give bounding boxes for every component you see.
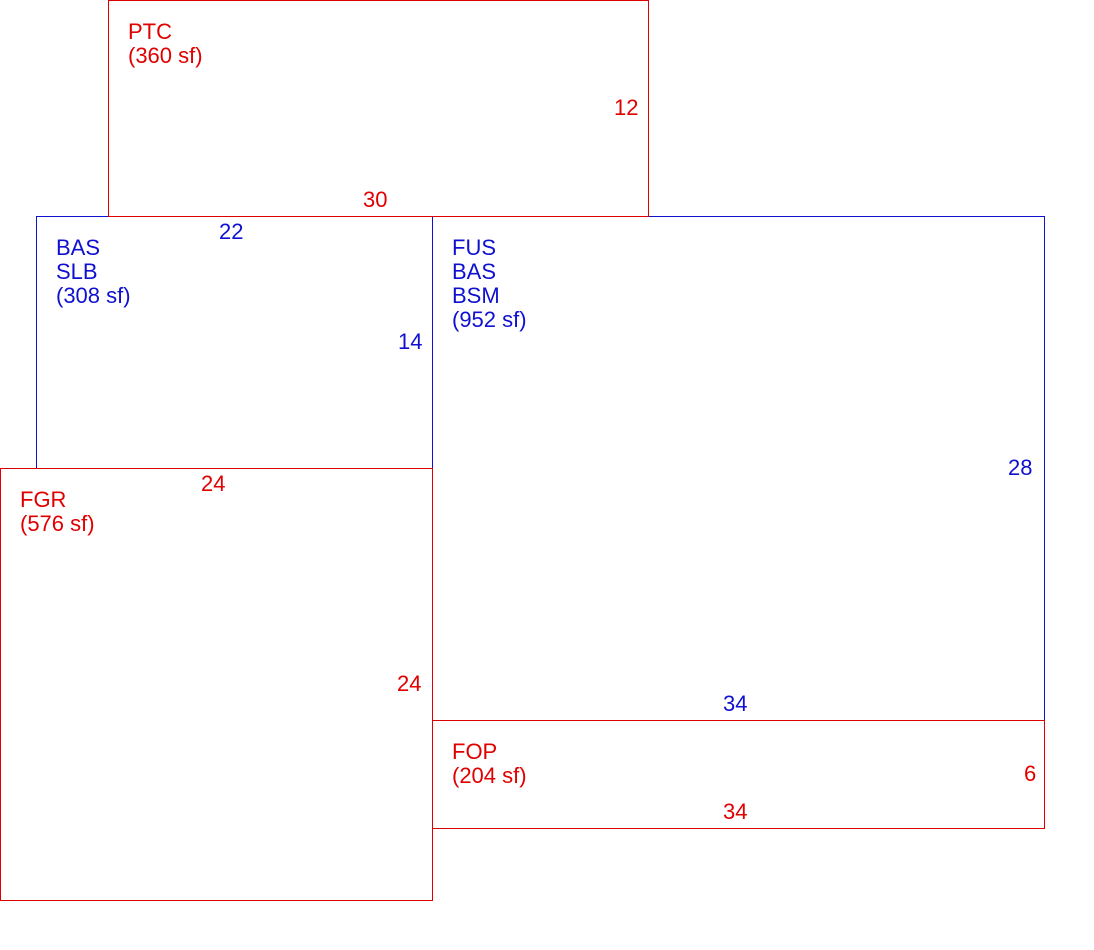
area-fgr-height-dim: 24 xyxy=(397,671,422,696)
area-fop-code: FOP xyxy=(452,739,498,764)
area-fus-code-1: FUS xyxy=(452,235,496,260)
area-bas-slb-height-dim: 14 xyxy=(398,329,423,354)
area-ptc-width-dim: 30 xyxy=(363,187,388,212)
area-fgr-width-dim: 24 xyxy=(201,471,226,496)
area-fgr-label: FGR (576 sf) xyxy=(20,488,95,536)
area-fgr-code: FGR xyxy=(20,487,67,512)
area-fop-sf: (204 sf) xyxy=(452,763,527,788)
area-fop-outline xyxy=(432,720,1045,829)
area-fop-height-dim: 6 xyxy=(1024,761,1037,786)
area-fus-code-3: BSM xyxy=(452,283,500,308)
area-ptc-label: PTC (360 sf) xyxy=(128,20,203,68)
area-bas-slb-sf: (308 sf) xyxy=(56,283,131,308)
area-fgr-outline xyxy=(0,468,433,901)
area-bas-slb-code-2: SLB xyxy=(56,259,98,284)
area-bas-slb-width-dim: 22 xyxy=(219,219,244,244)
area-fus-label: FUS BAS BSM (952 sf) xyxy=(452,236,527,332)
area-fus-sf: (952 sf) xyxy=(452,307,527,332)
area-ptc-outline xyxy=(108,0,649,217)
area-ptc-height-dim: 12 xyxy=(614,95,639,120)
area-ptc-code: PTC xyxy=(128,19,172,44)
area-fgr-sf: (576 sf) xyxy=(20,511,95,536)
area-bas-slb-code-1: BAS xyxy=(56,235,101,260)
area-fop-width-dim: 34 xyxy=(723,799,748,824)
area-fus-width-dim: 34 xyxy=(723,691,748,716)
area-fus-height-dim: 28 xyxy=(1008,455,1033,480)
area-fus-code-2: BAS xyxy=(452,259,497,284)
area-bas-slb-label: BAS SLB (308 sf) xyxy=(56,236,131,308)
area-fop-label: FOP (204 sf) xyxy=(452,740,527,788)
area-ptc-sf: (360 sf) xyxy=(128,43,203,68)
